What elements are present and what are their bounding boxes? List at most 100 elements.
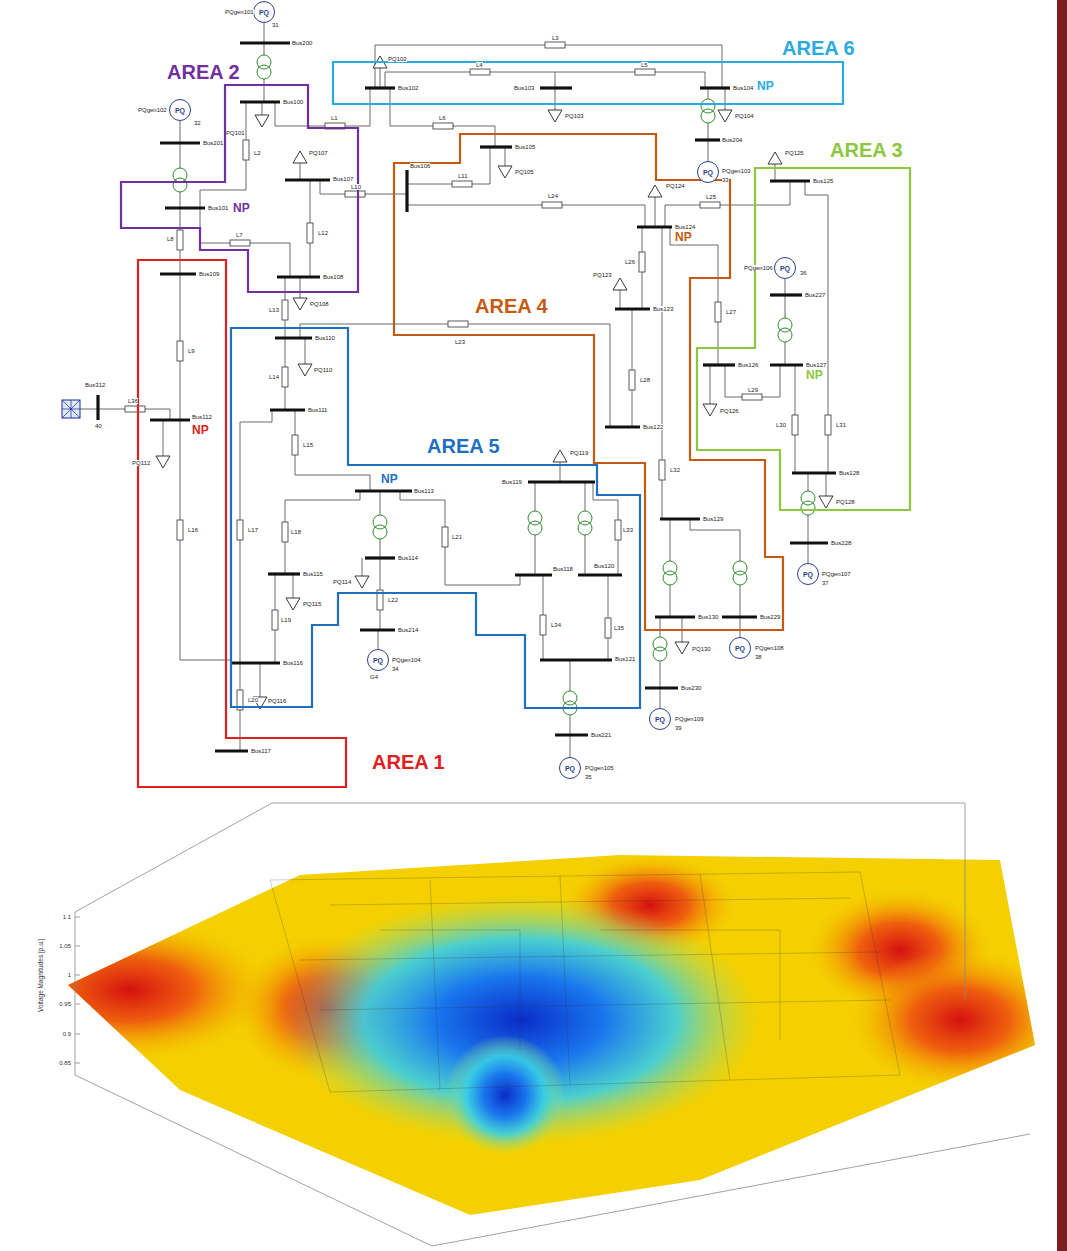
bus-bar xyxy=(365,86,395,89)
load-triangle xyxy=(819,496,833,508)
bus-bar xyxy=(790,541,828,544)
bus-bar xyxy=(722,615,757,618)
line-impedance xyxy=(282,367,288,387)
load-triangle xyxy=(498,166,512,178)
bus-bar xyxy=(360,628,395,631)
line-impedance xyxy=(629,370,635,390)
bus-bar xyxy=(405,170,408,212)
diagram-label: L20 xyxy=(248,697,258,703)
bus-bar xyxy=(160,141,200,144)
area-heading: AREA 2 xyxy=(165,62,242,82)
bus-bar xyxy=(615,307,650,310)
transformer-winding xyxy=(563,701,577,715)
voltage-surface xyxy=(0,840,1067,1230)
generator-text: PQ xyxy=(780,265,790,272)
generator-text: PQ xyxy=(373,657,383,664)
bus-bar xyxy=(285,178,330,181)
transformer-winding xyxy=(701,109,715,123)
diagram-label: Bus111 xyxy=(308,407,327,413)
diagram-label: PQ116 xyxy=(268,698,286,704)
area-region: AREA 4 xyxy=(394,134,783,630)
line-impedance xyxy=(177,520,183,540)
surface-peak xyxy=(850,950,1067,1090)
diagram-label: 37 xyxy=(822,580,829,586)
transformer-winding xyxy=(663,571,677,585)
bus-bar xyxy=(232,661,280,664)
generator-text: PQ xyxy=(175,107,185,114)
bus-bar xyxy=(150,418,190,421)
diagram-label: Bus312 xyxy=(85,382,105,388)
generator-circle: PQ xyxy=(169,99,191,121)
bus-bar xyxy=(792,471,836,474)
diagram-label: Bus106 xyxy=(410,163,430,169)
symbols xyxy=(62,42,836,751)
diagram-label: Bus227 xyxy=(805,292,825,298)
line-impedance xyxy=(825,415,831,435)
load-triangle xyxy=(373,56,387,68)
bus-bar xyxy=(770,363,803,366)
np-marker: NP xyxy=(381,473,398,485)
area-region: AREA 3 PQ xyxy=(697,140,910,510)
diagram-label: L27 xyxy=(726,309,736,315)
area-region: AREA 6 xyxy=(333,38,857,104)
surface-valley xyxy=(445,1035,565,1155)
axis-title: Voltage Magnitudes [p.u.] xyxy=(39,938,46,1011)
diagram-label: Bus107 xyxy=(333,176,353,182)
bus-bar xyxy=(528,480,595,483)
diagram-label: PQ101 xyxy=(226,130,245,136)
diagram-label: Bus117 xyxy=(251,748,271,754)
diagram-label: L8 xyxy=(167,236,174,242)
transformer-winding xyxy=(733,571,747,585)
bus-bar xyxy=(660,517,700,520)
plot-frame xyxy=(75,803,1030,1246)
area-heading: AREA 3 xyxy=(828,140,905,160)
bus-bar xyxy=(268,572,300,575)
line-impedance xyxy=(700,202,720,208)
diagram-label: Bus113 xyxy=(414,488,434,494)
diagram-label: 34 xyxy=(392,666,399,672)
diagram-label: PQgen103 xyxy=(722,168,751,174)
bus-bar xyxy=(605,425,640,428)
area-heading: AREA 4 xyxy=(473,296,550,316)
area-heading: AREA 5 xyxy=(425,436,502,456)
diagram-label: L7 xyxy=(236,232,243,238)
line-impedance xyxy=(442,527,448,547)
np-marker: NP xyxy=(675,231,692,243)
bus-bar xyxy=(700,86,730,89)
line-impedance xyxy=(742,394,762,400)
diagram-label: L25 xyxy=(706,194,716,200)
diagram-label: L28 xyxy=(640,377,650,383)
bus-bar xyxy=(96,395,99,420)
area-outline xyxy=(697,168,910,510)
diagram-label: L30 xyxy=(776,422,786,428)
line-impedance xyxy=(542,202,562,208)
np-marker: NP xyxy=(233,202,250,214)
load-triangle xyxy=(286,598,300,610)
diagram-label: 36 xyxy=(800,270,807,276)
bus-bar xyxy=(270,408,305,411)
diagram-label: L13 xyxy=(269,307,279,313)
load-triangle xyxy=(768,152,782,164)
area-region: AREA 2 xyxy=(121,62,358,292)
diagram-label: Bus129 xyxy=(703,516,723,522)
load-triangle xyxy=(293,298,307,310)
line-impedance xyxy=(452,181,472,187)
diagram-label: 40 xyxy=(95,423,102,429)
transformer-winding xyxy=(653,647,667,661)
area-outline xyxy=(138,260,346,787)
line-impedance xyxy=(307,223,313,243)
generator-circle: PQ xyxy=(253,1,275,23)
load-triangle xyxy=(355,576,369,588)
diagram-label: G4 xyxy=(370,674,378,680)
diagram-label: PQgen107 xyxy=(822,571,851,577)
diagram-label: PQ115 xyxy=(303,601,321,607)
load-triangle xyxy=(718,110,732,122)
slack-source xyxy=(62,400,80,418)
transformer-winding xyxy=(528,521,542,535)
diagram-label: PQ110 xyxy=(314,367,332,373)
bus-bar xyxy=(165,206,205,209)
line-impedance xyxy=(230,240,250,246)
line-impedance xyxy=(545,42,565,48)
